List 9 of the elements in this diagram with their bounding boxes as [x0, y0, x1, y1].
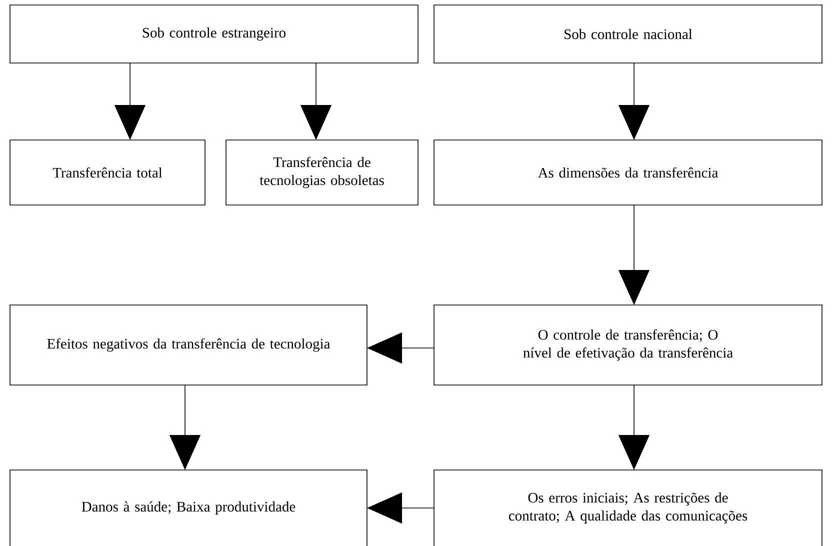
process-box: Sob controle estrangeiro [10, 4, 418, 64]
process-box: Efeitos negativos da transferência de tecnologia [10, 304, 368, 386]
process-box: O controle de transferência; O nível de efetivação da transferência [434, 304, 822, 386]
process-box: Danos à saúde; Baixa produtividade [10, 470, 368, 546]
process-box: Transferência total [10, 140, 206, 206]
process-box: Transferência de tecnologias obsoletas [226, 140, 418, 206]
process-box: Sob controle nacional [434, 4, 822, 64]
process-box: As dimensões da transferência [434, 140, 822, 206]
process-box: Os erros iniciais; As restrições de contrato; A qualidade das comunicações [434, 470, 822, 546]
